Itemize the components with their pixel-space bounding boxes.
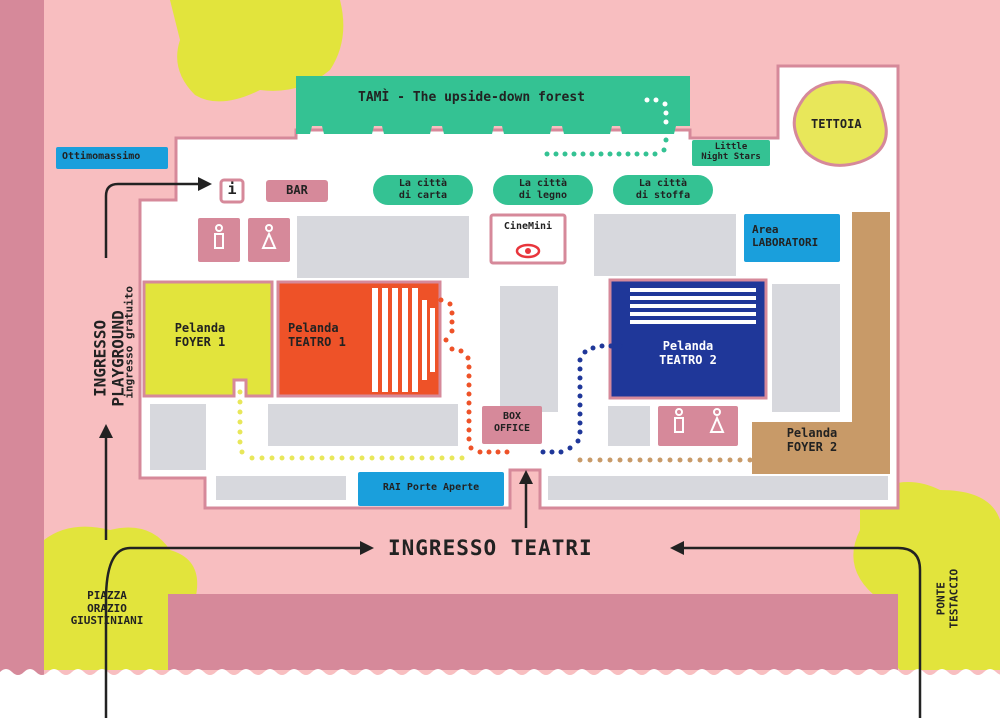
foyer1-line1: Pelanda [174,321,226,335]
citta-carta-bubble[interactable] [373,175,473,205]
playground-line1: INGRESSO [90,319,110,397]
foyer2-label: Pelanda FOYER 2 [776,426,848,455]
citta-legno-line2: di legno [518,189,568,201]
arrow-ponte-to-teatri [680,546,922,718]
foyer2-line2: FOYER 2 [786,439,838,454]
teatro2-seats [630,288,756,324]
little-night-stars-line2: Night Stars [701,152,761,163]
citta-stoffa-line1: La città [638,178,688,189]
teatro2-label: Pelanda TEATRO 2 [650,339,726,368]
piazza-line1: PIAZZA [87,589,127,602]
cinemini-label: CineMini [503,221,553,232]
restroom-lower[interactable] [658,406,738,446]
grey-block-8 [216,476,346,500]
yellow-route [237,389,465,461]
ponte-label: PONTE TESTACCIO [934,559,960,639]
info-icon[interactable] [219,178,245,204]
tami-label: TAMÌ - The upside-down forest [358,90,585,105]
area-laboratori-line2: LABORATORI [752,235,819,249]
little-night-stars-line1: Little [714,142,748,152]
citta-carta-label: La città di carta [373,178,473,201]
green-dotted-path [544,128,669,157]
citta-carta-line1: La città [398,178,448,189]
ingresso-gratuito-label: ingresso gratuito [122,286,136,399]
ottimomassimo-label: Ottimomassimo [62,151,141,162]
foyer2-area[interactable] [752,212,890,474]
yellow-blob-left [44,526,202,670]
ingresso-teatri-label: INGRESSO TEATRI [388,536,593,560]
box-office-line1: BOX [502,411,522,422]
citta-legno-label: La città di legno [493,178,593,201]
teatro2-line1: Pelanda [662,339,714,353]
little-night-stars-box[interactable] [692,140,770,166]
area-laboratori-label: Area LABORATORI [752,223,819,249]
ponte-line1: PONTE [934,582,948,616]
navy-route [540,343,623,455]
teatro1-line1: Pelanda [288,321,339,335]
grey-block-5 [150,404,206,470]
citta-carta-line2: di carta [398,189,448,201]
arrows [104,182,922,718]
bottom-wave [0,669,1000,718]
ponte-line2: TESTACCIO [947,568,960,629]
rai-box[interactable] [358,472,504,506]
grey-block-3 [500,286,558,412]
piazza-label: PIAZZA ORAZIO GIUSTINIANI [52,589,162,628]
box-office-line2: OFFICE [493,422,531,434]
little-night-stars-label: Little Night Stars [694,142,768,163]
area-laboratori-line1: Area [752,223,779,236]
grey-block-4 [772,284,840,412]
tettoia-label: TETTOIA [811,117,862,131]
citta-legno-line1: La città [518,178,568,189]
foyer1-line2: FOYER 1 [174,334,226,349]
citta-stoffa-line2: di stoffa [635,189,691,201]
restroom-female-top[interactable] [248,218,290,262]
grey-block-2 [594,214,736,276]
bar-label: BAR [286,183,308,197]
ottimomassimo-box[interactable] [56,147,168,169]
arrow-piazza-to-teatri [104,546,360,718]
info-label: i [227,180,237,198]
teatro2-line2: TEATRO 2 [659,352,717,367]
tettoia-area[interactable] [792,80,888,167]
citta-legno-bubble[interactable] [493,175,593,205]
piazza-line2: ORAZIO [87,601,127,615]
rai-label: RAI Porte Aperte [382,482,480,493]
left-strip [0,0,44,718]
teatro1-seats [372,288,435,392]
grey-block-6 [268,404,458,446]
tami-dots [644,97,669,125]
grey-block-9 [548,476,888,500]
box-office-label: BOX OFFICE [482,411,542,434]
foyer1-area[interactable] [142,280,274,398]
bottom-block [168,594,898,670]
foyer1-label: Pelanda FOYER 1 [160,321,240,350]
grey-block-7 [608,406,650,446]
restroom-icons [214,224,725,433]
grey-block-1 [297,216,469,278]
bar-box[interactable] [266,180,328,202]
box-office-box[interactable] [482,406,542,444]
orange-route [429,297,510,455]
arrow-heads [99,177,684,555]
teatro1-label: Pelanda TEATRO 1 [288,321,346,350]
foyer2-line1: Pelanda [786,426,838,440]
citta-stoffa-label: La città di stoffa [613,178,713,201]
area-laboratori-box[interactable] [744,214,840,262]
cinemini-box[interactable] [489,213,567,265]
tami-banner[interactable] [296,76,690,134]
teatro1-line2: TEATRO 1 [288,334,346,349]
restroom-male-top[interactable] [198,218,240,262]
citta-stoffa-bubble[interactable] [613,175,713,205]
arrow-playground-top [104,182,200,258]
piazza-line3: GIUSTINIANI [70,614,144,628]
brown-route [577,457,753,463]
